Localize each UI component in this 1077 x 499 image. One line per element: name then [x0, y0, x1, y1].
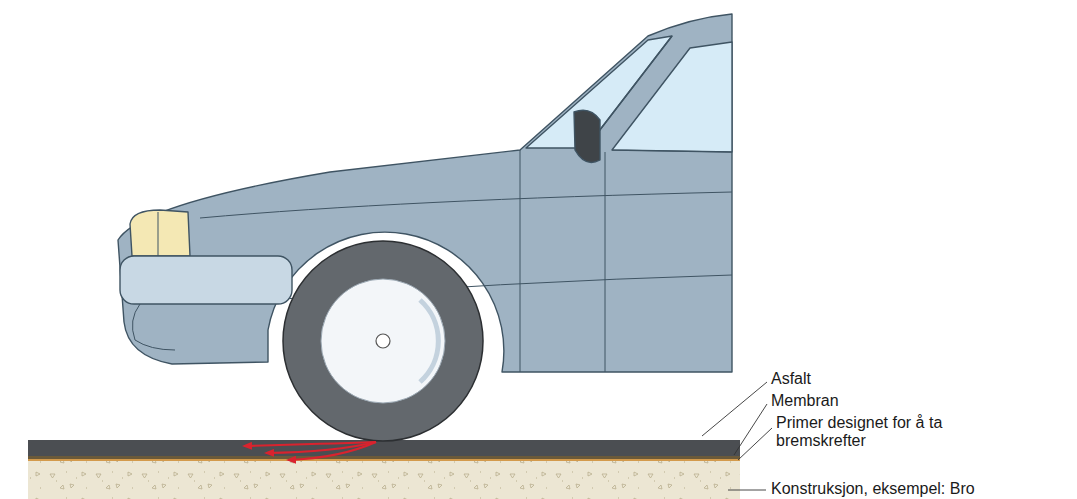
- membrane-layer: [28, 456, 740, 459]
- braking-force-arrows: [244, 442, 376, 460]
- layer-label: Asfalt: [771, 370, 811, 388]
- layer-label: Membran: [771, 392, 839, 410]
- concrete-structure: [28, 461, 740, 499]
- wheel: [283, 241, 483, 441]
- asphalt-layer: [28, 440, 740, 456]
- primer-layer: [28, 459, 740, 461]
- leader-lines: [702, 382, 772, 490]
- structure-label: Konstruksjon, eksempel: Bro: [771, 480, 975, 498]
- layer-label: Primer designet for å ta bremskrefter: [776, 414, 946, 450]
